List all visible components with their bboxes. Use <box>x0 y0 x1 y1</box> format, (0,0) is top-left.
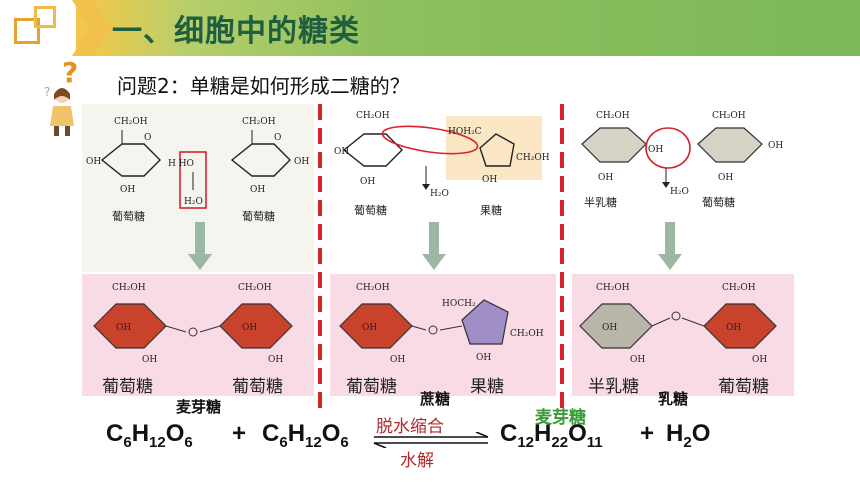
deco-square-large <box>14 18 40 44</box>
caption-lactose: 乳糖 <box>658 390 689 408</box>
svg-text:?: ? <box>62 56 78 89</box>
caption-sucrose: 蔗糖 <box>420 390 451 408</box>
header-band <box>0 0 860 56</box>
chem-h-ho: H HO <box>168 159 194 169</box>
chem-oh: OH <box>482 175 497 185</box>
chem-oh: OH <box>250 185 265 195</box>
panel-lactose: CH₂OH CH₂OH OH OH OH OH H₂O 半乳糖 葡萄糖 CH₂O… <box>572 104 794 414</box>
separator-1 <box>318 104 322 414</box>
chem-ch2oh: CH₂OH <box>356 111 390 121</box>
down-arrow-icon <box>188 222 212 270</box>
chem-oh: OH <box>726 323 741 333</box>
equation-plus-2: + <box>640 420 655 447</box>
sucrose-bottom-structures: CH₂OH HOCH₂ CH₂OH OH OH OH <box>339 283 544 365</box>
label-sucrose-top-left: 葡萄糖 <box>354 204 387 217</box>
chem-ch2oh: CH₂OH <box>596 283 630 293</box>
chem-oh: OH <box>116 323 131 333</box>
chem-ch2oh: CH₂OH <box>722 283 756 293</box>
chem-oh: OH <box>752 355 767 365</box>
maltose-top-structures: CH₂OH CH₂OH O O OH OH OH OH H HO H₂O <box>86 117 309 209</box>
chem-ch2oh: CH₂OH <box>242 117 276 127</box>
chem-ch2oh: CH₂OH <box>356 283 390 293</box>
sucrose-top-structures: CH₂OH HOH₂C CH₂OH OH OH OH H₂O <box>334 111 550 199</box>
chem-oh: OH <box>648 145 663 155</box>
chem-o: O <box>274 133 281 143</box>
arrow-label-dehydration: 脱水缩合 <box>376 417 444 437</box>
chem-oh: OH <box>242 323 257 333</box>
chem-oh: OH <box>334 147 349 157</box>
question-text: 问题2：单糖是如何形成二糖的？ <box>117 74 410 98</box>
label-lactose-bottom-left: 半乳糖 <box>588 377 639 397</box>
label-sucrose-bottom-right: 果糖 <box>470 377 504 397</box>
label-lactose-bottom-right: 葡萄糖 <box>718 377 769 397</box>
svg-text:?: ? <box>44 85 50 99</box>
header-arrow-icon <box>72 0 112 56</box>
panel-sucrose: CH₂OH HOH₂C CH₂OH OH OH OH H₂O 葡萄糖 果糖 CH… <box>330 104 556 414</box>
page-title: 一、细胞中的糖类 <box>112 14 360 49</box>
chem-h2o: H₂O <box>184 197 203 207</box>
label-maltose-bottom-right: 葡萄糖 <box>232 377 283 397</box>
label-maltose-top-right: 葡萄糖 <box>242 210 275 223</box>
chem-hoh2c: HOH₂C <box>448 127 482 137</box>
caption-maltose: 麦芽糖 <box>176 398 222 416</box>
deco-square-small <box>34 6 56 28</box>
label-maltose-top-left: 葡萄糖 <box>112 210 145 223</box>
lactose-bottom-structures: CH₂OH CH₂OH OH OH OH OH <box>579 283 777 365</box>
chem-o: O <box>144 133 151 143</box>
label-sucrose-top-right: 果糖 <box>480 204 502 217</box>
equation-reactant-1: C6H12O6 <box>106 420 193 451</box>
thinking-person-icon: ? ? <box>44 56 78 136</box>
label-sucrose-bottom-left: 葡萄糖 <box>346 377 397 397</box>
chem-ch2oh: CH₂OH <box>712 111 746 121</box>
down-arrow-icon <box>422 222 446 270</box>
equation-reactant-2: C6H12O6 <box>262 420 349 451</box>
chem-oh: OH <box>268 355 283 365</box>
reversible-arrow-icon <box>373 432 489 448</box>
chem-oh: OH <box>120 185 135 195</box>
chem-h2o: H₂O <box>670 187 689 197</box>
chem-oh: OH <box>602 323 617 333</box>
maltose-bottom-structures: CH₂OH CH₂OH OH OH OH OH <box>93 283 293 365</box>
chem-oh: OH <box>598 173 613 183</box>
product-name-maltose: 麦芽糖 <box>535 408 586 428</box>
chem-ch2oh: CH₂OH <box>238 283 272 293</box>
equation-water: H2O <box>666 420 711 451</box>
chem-ch2oh: CH₂OH <box>114 117 148 127</box>
chem-oh: OH <box>390 355 405 365</box>
lactose-top-structures: CH₂OH CH₂OH OH OH OH OH H₂O <box>581 111 783 197</box>
equation-plus-1: + <box>232 420 247 447</box>
panel-maltose: CH₂OH CH₂OH O O OH OH OH OH H HO H₂O 葡萄糖… <box>82 104 314 416</box>
chem-oh: OH <box>142 355 157 365</box>
chem-oh: OH <box>294 157 309 167</box>
arrow-label-hydrolysis: 水解 <box>400 451 434 471</box>
chem-oh: OH <box>630 355 645 365</box>
chem-ch2oh: CH₂OH <box>516 153 550 163</box>
chem-ch2oh: CH₂OH <box>112 283 146 293</box>
chem-oh: OH <box>718 173 733 183</box>
chem-oh: OH <box>362 323 377 333</box>
chem-oh: OH <box>360 177 375 187</box>
chem-hoch2: HOCH₂ <box>442 299 476 309</box>
equation-product: C12H22O11 <box>500 420 603 451</box>
chem-ch2oh: CH₂OH <box>596 111 630 121</box>
label-lactose-top-right: 葡萄糖 <box>702 196 735 209</box>
chem-oh: OH <box>476 353 491 363</box>
label-lactose-top-left: 半乳糖 <box>584 196 617 209</box>
chem-oh: OH <box>768 141 783 151</box>
chem-ch2oh: CH₂OH <box>510 329 544 339</box>
down-arrow-icon <box>658 222 682 270</box>
separator-2 <box>560 104 564 414</box>
label-maltose-bottom-left: 葡萄糖 <box>102 377 153 397</box>
chem-h2o: H₂O <box>430 189 449 199</box>
chem-oh: OH <box>86 157 101 167</box>
